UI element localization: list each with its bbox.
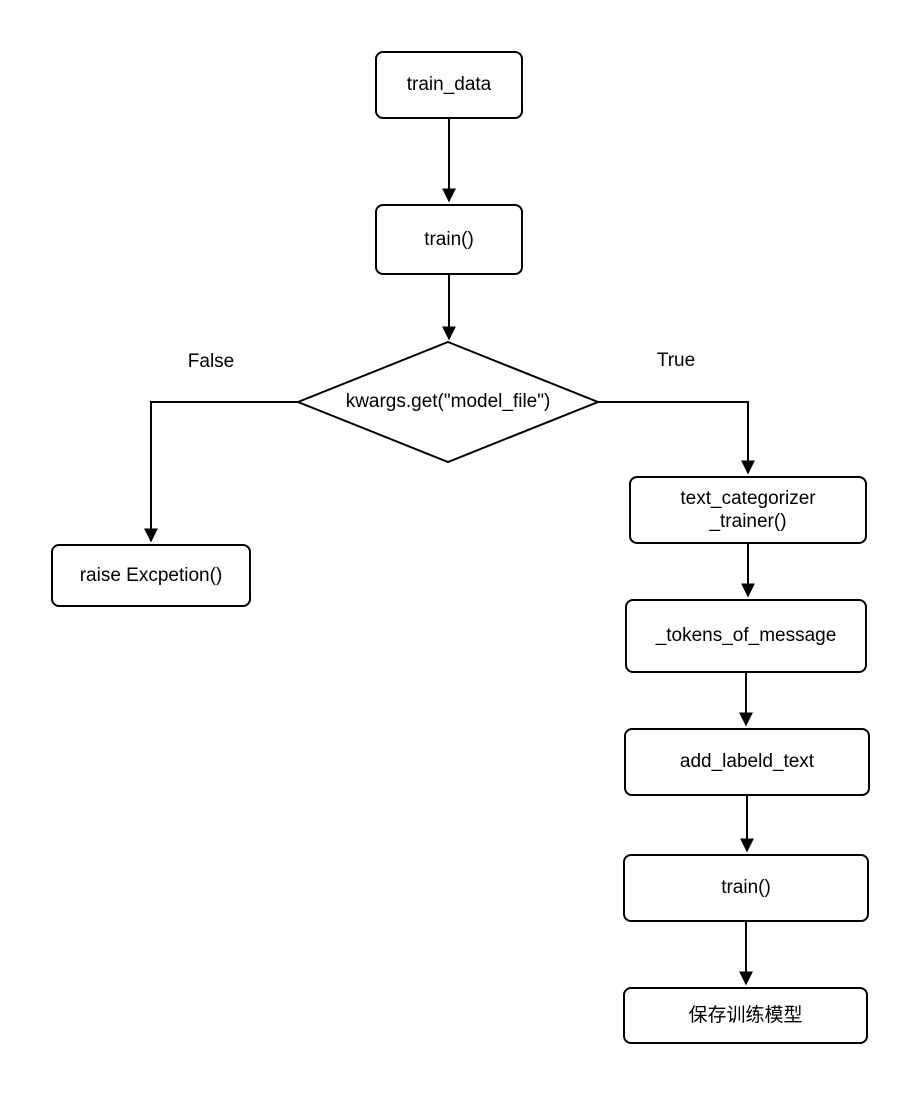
edge-false-branch [144, 401, 298, 543]
edge-label-true: True [656, 350, 696, 371]
node-train-function: train() [375, 204, 523, 275]
node-tokens-of-message-label: _tokens_of_message [655, 625, 837, 647]
node-tokens-of-message: _tokens_of_message [625, 599, 867, 673]
node-train-data: train_data [375, 51, 523, 119]
node-text-categorizer-trainer-label: text_categorizer _trainer() [680, 487, 816, 532]
decision-diamond-shape [295, 340, 601, 464]
node-raise-exception: raise Excpetion() [51, 544, 251, 607]
node-add-labeld-text: add_labeld_text [624, 728, 870, 796]
node-train-data-label: train_data [406, 74, 492, 96]
edge-label-false: False [187, 351, 235, 372]
node-train-function-bottom-label: train() [721, 877, 771, 899]
node-train-function-label: train() [424, 228, 474, 250]
node-save-trained-model: 保存训练模型 [623, 987, 868, 1044]
decision-diamond-label: kwargs.get("model_file") [345, 391, 551, 412]
node-raise-exception-label: raise Excpetion() [79, 564, 223, 586]
node-text-categorizer-trainer: text_categorizer _trainer() [629, 476, 867, 544]
node-add-labeld-text-label: add_labeld_text [679, 751, 815, 773]
node-train-function-bottom: train() [623, 854, 869, 922]
node-save-trained-model-label: 保存训练模型 [688, 1004, 803, 1026]
edge-true-branch [598, 401, 755, 475]
